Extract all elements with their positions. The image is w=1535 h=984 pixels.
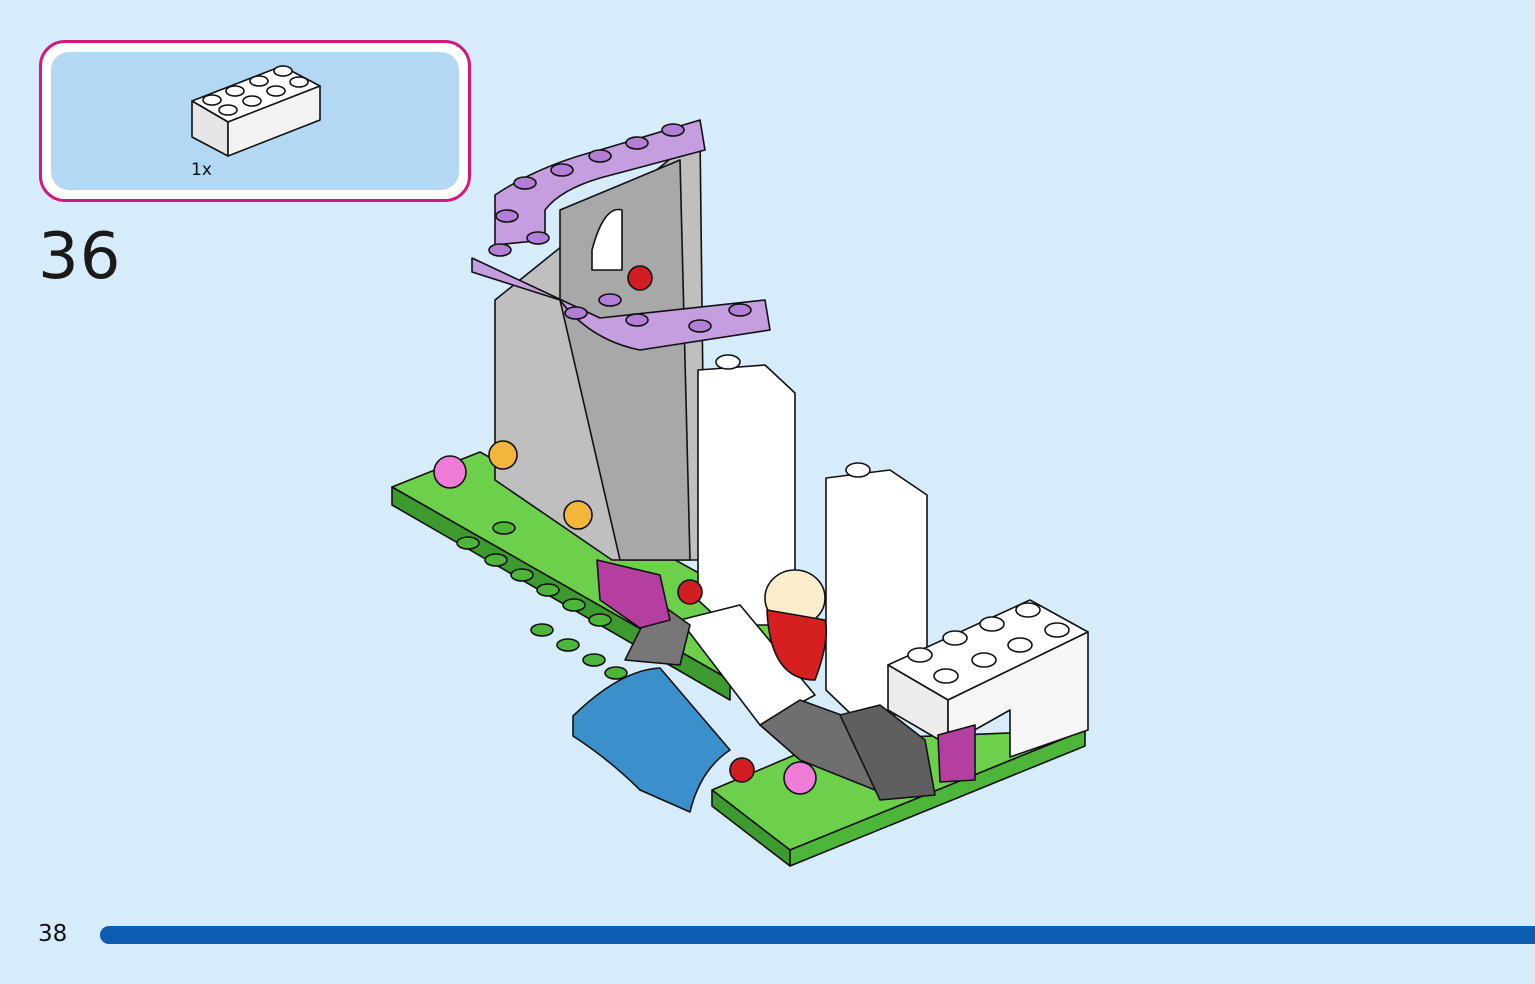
white-brick-2x4-icon xyxy=(191,65,321,157)
model-assembly-illustration xyxy=(391,119,1089,867)
part-quantity-label: 1x xyxy=(191,160,212,180)
progress-bar xyxy=(100,926,1535,944)
page-number: 38 xyxy=(38,921,68,947)
parts-callout xyxy=(39,40,471,202)
step-number: 36 xyxy=(38,220,122,294)
